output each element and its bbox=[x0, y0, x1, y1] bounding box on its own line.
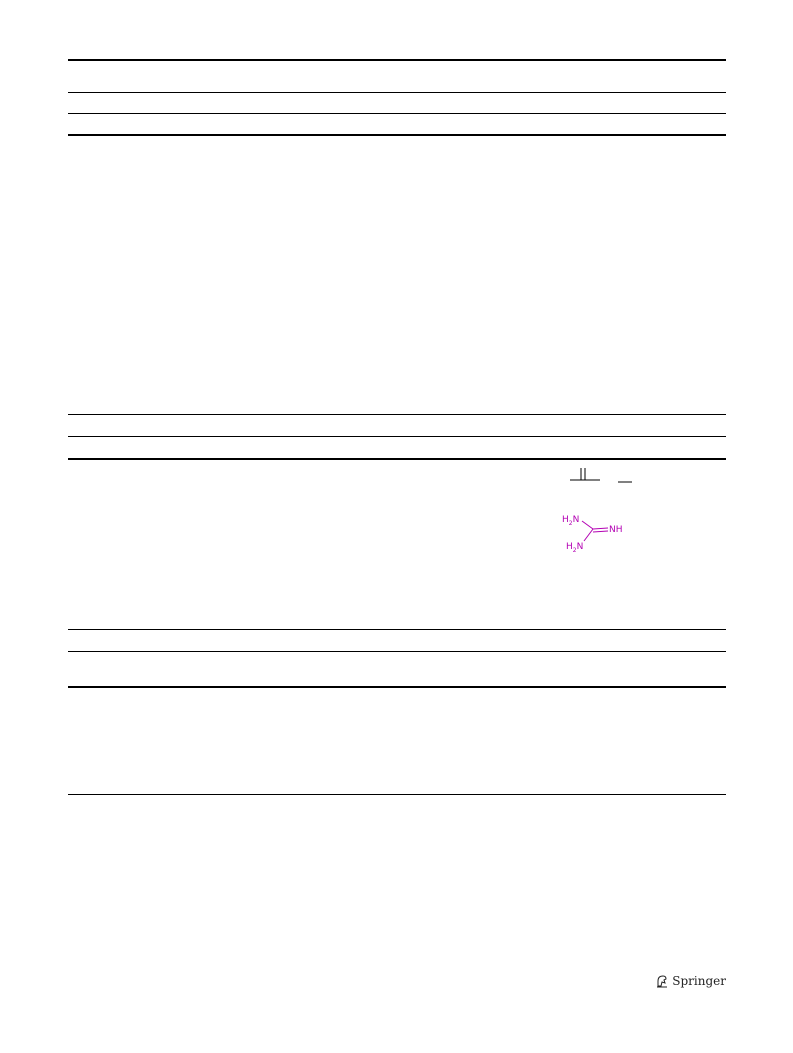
table3-top-rule bbox=[68, 629, 726, 630]
springer-horse-icon bbox=[657, 975, 668, 988]
table3-body-rule bbox=[68, 686, 726, 688]
publisher-name: Springer bbox=[672, 974, 726, 988]
structure-fragment bbox=[570, 468, 632, 483]
mol-label-h-bottom: H2N bbox=[566, 542, 583, 554]
table1-top-rule bbox=[68, 59, 726, 61]
mol-label-nh: NH bbox=[609, 525, 623, 535]
table3-bottom-rule bbox=[68, 794, 726, 795]
table1-subheader-rule bbox=[68, 113, 726, 114]
table1-body-rule bbox=[68, 134, 726, 136]
table2-top-rule bbox=[68, 414, 726, 415]
table2-header-rule bbox=[68, 436, 726, 437]
mol-label-h-top: H2N bbox=[562, 515, 579, 527]
table1-header-rule bbox=[68, 92, 726, 93]
table2-body-rule bbox=[68, 458, 726, 460]
table3-header-rule bbox=[68, 651, 726, 652]
guanidine-structure: H2N NH H2N bbox=[562, 515, 623, 554]
publisher-footer: Springer bbox=[656, 974, 726, 988]
